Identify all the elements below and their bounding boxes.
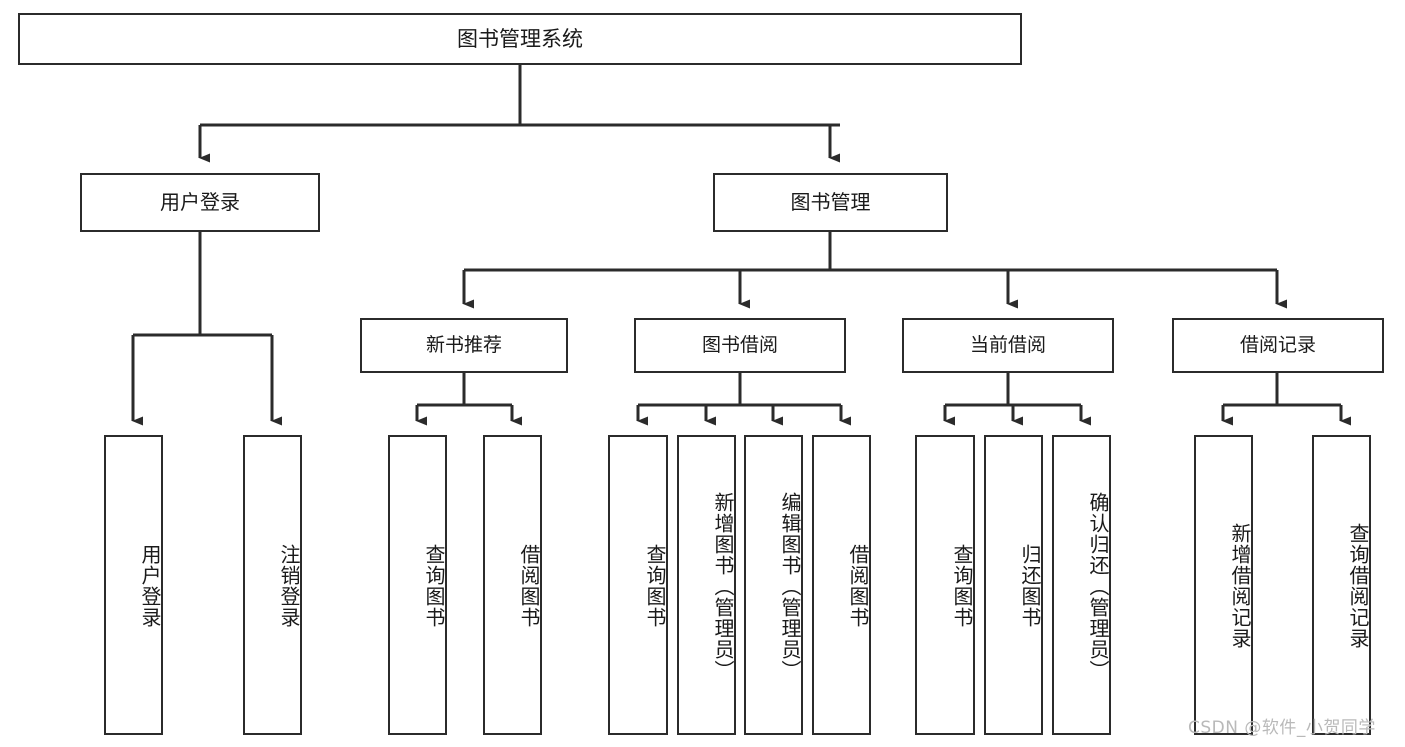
node-leaf-logout-label: 注销登录 xyxy=(277,544,301,628)
node-book-borrow[interactable]: 图书借阅 xyxy=(634,318,846,373)
node-current-borrow[interactable]: 当前借阅 xyxy=(902,318,1114,373)
node-leaf-confirm-return-label: 确认归还（管理员） xyxy=(1086,491,1110,681)
node-leaf-borrow-book-1[interactable]: 借阅图书 xyxy=(483,435,542,735)
node-leaf-query-book-1-label: 查询图书 xyxy=(422,544,446,628)
node-user-login[interactable]: 用户登录 xyxy=(80,173,320,232)
node-leaf-borrow-book-2-label: 借阅图书 xyxy=(846,544,870,628)
node-leaf-query-book-1[interactable]: 查询图书 xyxy=(388,435,447,735)
node-leaf-confirm-return[interactable]: 确认归还（管理员） xyxy=(1052,435,1111,735)
node-leaf-add-book-label: 新增图书（管理员） xyxy=(711,491,735,681)
node-book-manage-label: 图书管理 xyxy=(790,189,871,214)
node-root-label: 图书管理系统 xyxy=(457,26,583,51)
node-book-borrow-label: 图书借阅 xyxy=(701,334,778,357)
node-leaf-query-book-3[interactable]: 查询图书 xyxy=(915,435,975,735)
node-leaf-query-record-label: 查询借阅记录 xyxy=(1346,523,1370,649)
node-user-login-label: 用户登录 xyxy=(160,189,240,214)
node-leaf-query-book-3-label: 查询图书 xyxy=(950,544,974,628)
node-root[interactable]: 图书管理系统 xyxy=(18,13,1022,65)
node-new-book-rec-label: 新书推荐 xyxy=(425,334,502,357)
node-leaf-return-book-label: 归还图书 xyxy=(1018,544,1042,628)
node-leaf-add-record-label: 新增借阅记录 xyxy=(1228,523,1252,649)
node-leaf-borrow-book-2[interactable]: 借阅图书 xyxy=(812,435,871,735)
node-leaf-borrow-book-1-label: 借阅图书 xyxy=(517,544,541,628)
node-current-borrow-label: 当前借阅 xyxy=(969,334,1046,357)
node-leaf-user-login-label: 用户登录 xyxy=(138,544,162,628)
node-leaf-query-book-2-label: 查询图书 xyxy=(643,544,667,628)
node-leaf-edit-book[interactable]: 编辑图书（管理员） xyxy=(744,435,803,735)
node-leaf-query-record[interactable]: 查询借阅记录 xyxy=(1312,435,1371,735)
node-book-manage[interactable]: 图书管理 xyxy=(713,173,948,232)
csdn-watermark: CSDN @软件_小贺同学 xyxy=(1188,718,1376,738)
node-borrow-record[interactable]: 借阅记录 xyxy=(1172,318,1384,373)
node-leaf-edit-book-label: 编辑图书（管理员） xyxy=(778,491,802,681)
node-leaf-add-record[interactable]: 新增借阅记录 xyxy=(1194,435,1253,735)
node-new-book-rec[interactable]: 新书推荐 xyxy=(360,318,568,373)
node-borrow-record-label: 借阅记录 xyxy=(1239,334,1316,357)
node-leaf-query-book-2[interactable]: 查询图书 xyxy=(608,435,668,735)
node-leaf-return-book[interactable]: 归还图书 xyxy=(984,435,1043,735)
node-leaf-logout[interactable]: 注销登录 xyxy=(243,435,302,735)
node-leaf-user-login[interactable]: 用户登录 xyxy=(104,435,163,735)
node-leaf-add-book[interactable]: 新增图书（管理员） xyxy=(677,435,736,735)
